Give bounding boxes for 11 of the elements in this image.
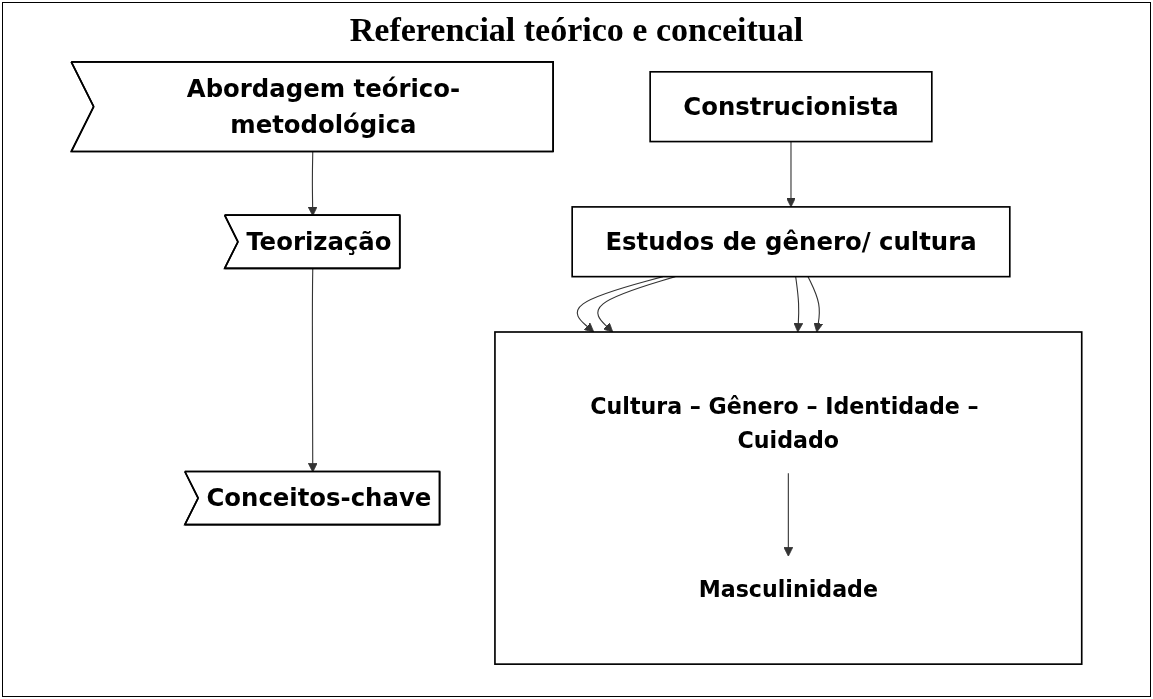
- arrow: [793, 276, 804, 333]
- arrow: [783, 472, 794, 557]
- arrow: [786, 141, 796, 208]
- node-text: Masculinidade: [698, 576, 878, 603]
- cluster: [494, 331, 1083, 665]
- node-box: Construcionista: [649, 71, 933, 143]
- node-box: Estudos de gênero/ cultura: [571, 206, 1011, 278]
- node-text: Cultura – Gênero – Identidade – Cuidado: [590, 393, 979, 454]
- diagram-title: Referencial teórico e conceitual: [349, 11, 804, 49]
- arrow: [597, 276, 676, 333]
- arrow: [807, 276, 824, 333]
